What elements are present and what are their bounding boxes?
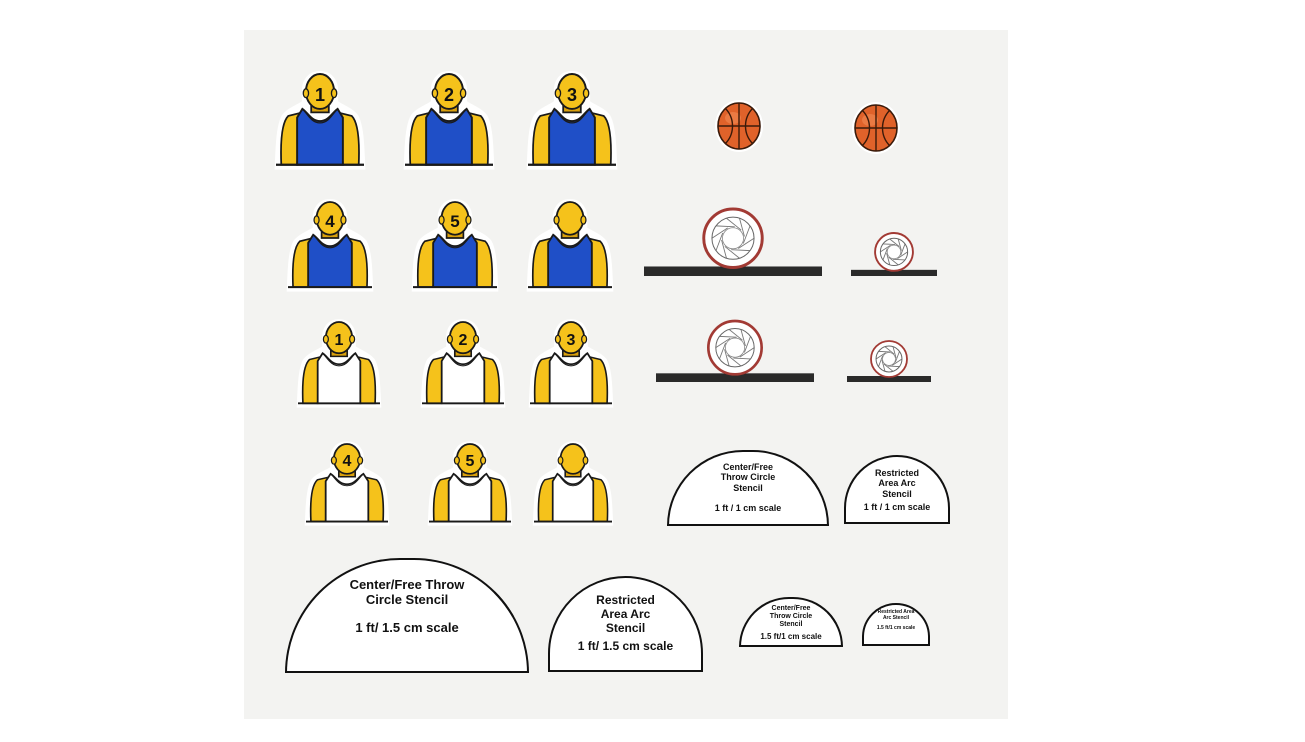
- player-white-blank[interactable]: [532, 441, 614, 526]
- player-number: 5: [465, 453, 475, 470]
- stencil-scale: 1 ft/ 1.5 cm scale: [355, 619, 459, 635]
- stencil-center-circle-1cm[interactable]: Center/Free Throw Circle Stencil 1 ft / …: [667, 450, 829, 526]
- hoop-icon: [847, 340, 931, 382]
- player-figure-icon: [420, 319, 506, 408]
- basketball-icon: [852, 102, 900, 154]
- player-number: 5: [450, 212, 460, 231]
- player-blue-blank[interactable]: [526, 199, 614, 292]
- stencil-scale: 1 ft/ 1.5 cm scale: [577, 639, 674, 654]
- hoop-small-1[interactable]: [851, 232, 937, 276]
- game-board: 1 2 3 4 5 1 2 3 4 5: [244, 30, 1008, 719]
- hoop-icon: [851, 232, 937, 276]
- player-blue-1[interactable]: 1: [274, 70, 366, 170]
- player-blue-4[interactable]: 4: [286, 199, 374, 292]
- stencil-scale: 1 ft / 1 cm scale: [714, 503, 782, 514]
- stencil-title: Restricted Area Arc Stencil: [596, 593, 655, 635]
- player-figure-icon: [403, 70, 495, 170]
- stencil-scale: 1 ft / 1 cm scale: [863, 502, 931, 513]
- stencil-title: Center/Free Throw Circle Stencil: [720, 462, 776, 493]
- player-number: 1: [314, 85, 325, 105]
- player-number: 3: [566, 332, 576, 349]
- player-figure-icon: [274, 70, 366, 170]
- player-figure-icon: [304, 441, 390, 526]
- stencil-restricted-arc-1-5cm[interactable]: Restricted Area Arc Stencil 1 ft/ 1.5 cm…: [548, 576, 703, 672]
- hoop-large-1[interactable]: [644, 207, 822, 276]
- player-blue-3[interactable]: 3: [526, 70, 618, 170]
- stencil-title: Restricted Area Arc Stencil: [877, 609, 915, 621]
- stencil-title: Center/Free Throw Circle Stencil: [349, 577, 465, 607]
- hoop-small-2[interactable]: [847, 340, 931, 382]
- hoop-icon: [656, 319, 814, 382]
- hoop-icon: [644, 207, 822, 276]
- stencil-title: Center/Free Throw Circle Stencil: [769, 605, 813, 629]
- player-white-3[interactable]: 3: [528, 319, 614, 408]
- player-figure-icon: [526, 199, 614, 292]
- player-white-2[interactable]: 2: [420, 319, 506, 408]
- player-number: 4: [325, 212, 335, 231]
- player-white-1[interactable]: 1: [296, 319, 382, 408]
- hoop-large-2[interactable]: [656, 319, 814, 382]
- stencil-title: Restricted Area Arc Stencil: [874, 468, 919, 499]
- player-figure-icon: [296, 319, 382, 408]
- player-number: 3: [566, 85, 577, 105]
- player-number: 2: [443, 85, 454, 105]
- stencil-center-circle-small[interactable]: Center/Free Throw Circle Stencil 1.5 ft/…: [739, 597, 843, 647]
- player-figure-icon: [427, 441, 513, 526]
- player-white-4[interactable]: 4: [304, 441, 390, 526]
- stencil-scale: 1.5 ft/1 cm scale: [760, 632, 822, 642]
- player-figure-icon: [286, 199, 374, 292]
- basketball-icon: [715, 100, 763, 152]
- stencil-scale: 1.5 ft/1 cm scale: [876, 624, 916, 631]
- stencil-restricted-arc-1cm[interactable]: Restricted Area Arc Stencil 1 ft / 1 cm …: [844, 455, 950, 524]
- player-figure-icon: [528, 319, 614, 408]
- player-figure-icon: [411, 199, 499, 292]
- stencil-restricted-arc-small[interactable]: Restricted Area Arc Stencil 1.5 ft/1 cm …: [862, 603, 930, 646]
- player-number: 1: [334, 332, 344, 349]
- player-figure-icon: [526, 70, 618, 170]
- basketball-1[interactable]: [715, 100, 763, 152]
- player-number: 4: [342, 453, 352, 470]
- stencil-center-circle-1-5cm[interactable]: Center/Free Throw Circle Stencil 1 ft/ 1…: [285, 558, 529, 673]
- player-blue-2[interactable]: 2: [403, 70, 495, 170]
- player-figure-icon: [532, 441, 614, 526]
- player-white-5[interactable]: 5: [427, 441, 513, 526]
- basketball-2[interactable]: [852, 102, 900, 154]
- player-blue-5[interactable]: 5: [411, 199, 499, 292]
- player-number: 2: [458, 332, 468, 349]
